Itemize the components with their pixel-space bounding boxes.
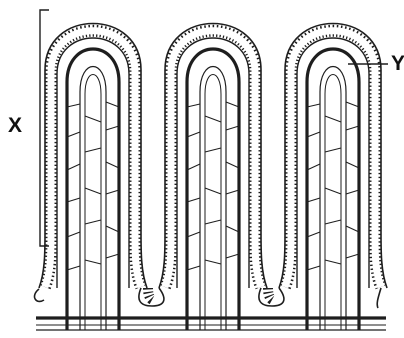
- label-y: Y: [391, 52, 404, 76]
- villus-right: [279, 24, 387, 331]
- base-vessels: [36, 318, 386, 330]
- label-x: X: [8, 114, 22, 138]
- villus-left: [39, 24, 147, 331]
- crypt-outlines: [35, 288, 381, 308]
- villus-middle: [159, 24, 267, 331]
